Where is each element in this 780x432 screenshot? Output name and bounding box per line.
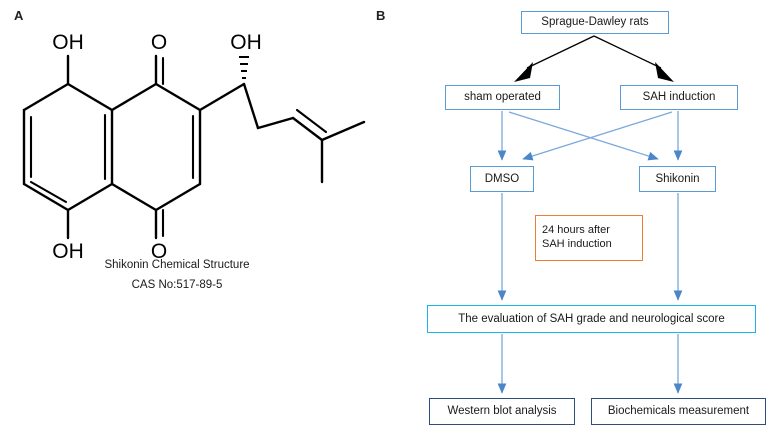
panel-b-label: B [376, 8, 386, 23]
arrow-sah-to-dmso [522, 111, 673, 161]
structure-caption-cas: CAS No:517-89-5 [131, 279, 223, 291]
node-dmso[interactable]: DMSO [470, 166, 534, 192]
node-biochemicals-measurement[interactable]: Biochemicals measurement [591, 398, 766, 425]
label-oh-top-left: OH [52, 31, 84, 54]
panel-a-chemical-structure: A [0, 0, 380, 432]
arrow-sham-to-shikonin [508, 111, 659, 161]
arrowhead-black-right [655, 62, 674, 82]
node-sprague-dawley-rats[interactable]: Sprague-Dawley rats [521, 11, 669, 34]
node-shikonin[interactable]: Shikonin [639, 166, 716, 192]
label-oh-side-chain: OH [230, 31, 262, 54]
structure-caption-name: Shikonin Chemical Structure [104, 259, 250, 271]
node-evaluation-sah-grade-neurological-score[interactable]: The evaluation of SAH grade and neurolog… [427, 305, 756, 333]
node-timepoint-24-hours[interactable]: 24 hours after SAH induction [535, 215, 643, 261]
node-sham-operated[interactable]: sham operated [445, 85, 560, 110]
label-oh-bottom-left: OH [52, 240, 84, 262]
panel-a-label: A [14, 8, 24, 23]
stereo-hash-bond [239, 56, 249, 79]
shikonin-structure-diagram: OH O OH OH O [22, 31, 366, 262]
node-western-blot-analysis[interactable]: Western blot analysis [429, 398, 575, 425]
label-o-bottom-quinone: O [151, 240, 167, 262]
arrow-rats-split [526, 35, 662, 69]
label-o-top-quinone: O [151, 31, 167, 54]
arrowhead-black-left [514, 62, 533, 82]
node-sah-induction[interactable]: SAH induction [620, 85, 738, 110]
